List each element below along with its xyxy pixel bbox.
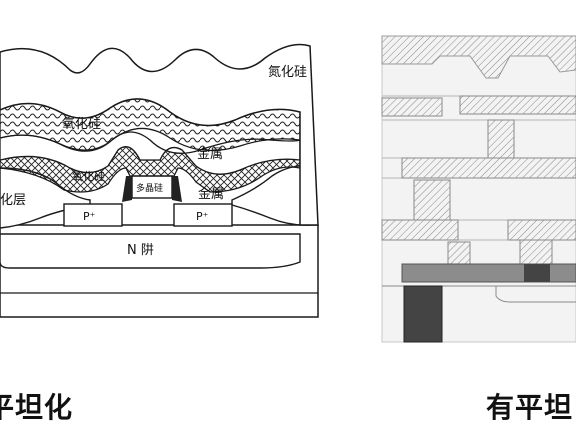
silicon-nitride-layer [0, 43, 319, 226]
label-silicon-nitride: 氮化硅 [268, 65, 307, 80]
label-metal-upper: 金属 [197, 146, 223, 162]
metal-contact-right [172, 176, 182, 202]
top-passivation [381, 35, 576, 79]
label-silicon-oxide-upper: 氧化硅 [62, 117, 101, 132]
via-3 [487, 119, 515, 159]
metal-2-left [381, 219, 459, 241]
metal-3-line [401, 157, 576, 179]
left-caption: 平坦化 [0, 391, 74, 424]
right-cross-section-diagram [381, 35, 576, 343]
via-2 [413, 179, 451, 221]
label-p-plus-left: P⁺ [83, 210, 96, 223]
label-metal-lower: 金属 [198, 186, 224, 202]
label-polysilicon: 多晶硅 [136, 182, 163, 194]
via-1-right [519, 239, 553, 265]
via-1-left [447, 241, 471, 265]
metal-4-left [381, 97, 443, 117]
label-silicon-oxide-lower: 氧化硅 [72, 169, 105, 183]
gate-contact-dark [524, 264, 550, 282]
n-well [0, 233, 301, 269]
left-cross-section-diagram: 氮化硅 氧化硅 金属 氧化硅 多晶硅 金属 化层 P⁺ P⁺ N 阱 [0, 43, 319, 318]
well-outline [495, 286, 576, 303]
label-n-well: N 阱 [127, 243, 154, 258]
metal-2-right [507, 219, 576, 241]
label-oxide-layer: 化层 [0, 193, 26, 208]
metal-contact-left [122, 176, 132, 202]
p-plus-right-region [173, 203, 233, 227]
right-caption: 有平坦 [486, 391, 574, 424]
label-p-plus-right: P⁺ [196, 210, 209, 223]
deep-contact-dark [403, 285, 443, 343]
metal-4-line [459, 95, 576, 115]
p-plus-left-region [63, 203, 123, 227]
